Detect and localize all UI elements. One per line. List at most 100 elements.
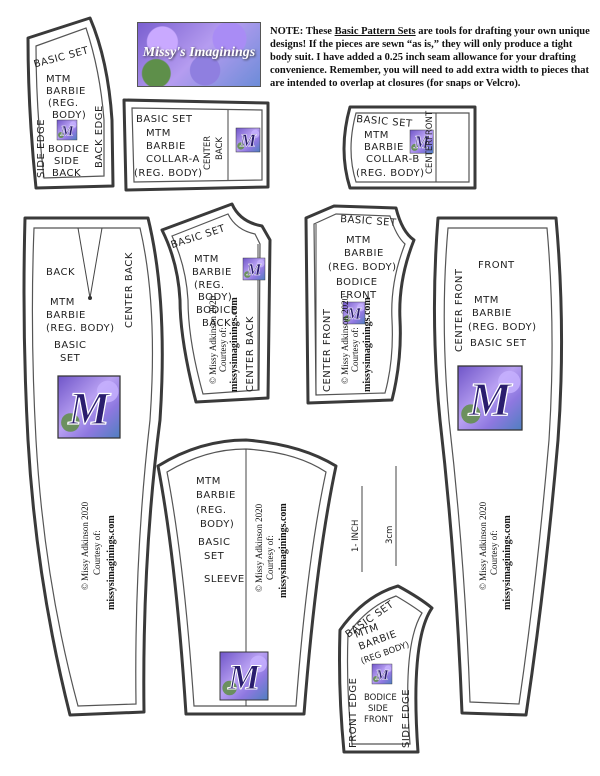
bodice-back-line2: MTM <box>194 254 219 265</box>
bodice-front-line4: (REG. BODY) <box>328 262 397 273</box>
front-pants-line2: MTM <box>474 295 499 306</box>
scale-marks: 1- INCH 3cm <box>351 466 397 572</box>
bodice-front-line2: MTM <box>346 235 371 246</box>
side-front-side-edge: SIDE EDGE <box>401 689 412 748</box>
collar-a-line4: COLLAR-A <box>146 154 200 165</box>
logo-text: Missy's Imaginings <box>142 45 256 60</box>
sleeve-site: missysimaginings.com <box>278 503 289 598</box>
bodice-front-line5: BODICE <box>336 277 378 288</box>
sleeve-courtesy: Courtesy of: <box>265 535 275 580</box>
bodice-front-line3: BARBIE <box>344 248 384 259</box>
back-pants-line2: MTM <box>50 297 75 308</box>
note-paragraph: NOTE: These Basic Pattern Sets are tools… <box>270 25 590 90</box>
sleeve-line1: MTM <box>196 476 221 487</box>
collar-a-line3: BARBIE <box>146 141 186 152</box>
sleeve-line6: SET <box>204 551 225 562</box>
side-back-line6: BODICE <box>48 144 90 155</box>
front-pants-courtesy: Courtesy of: <box>489 530 499 575</box>
piece-back-pants: BACK MTM BARBIE (REG. BODY) BASIC SET CE… <box>22 216 164 717</box>
back-pants-line6: SET <box>60 353 81 364</box>
piece-front-pants: FRONT MTM BARBIE (REG. BODY) BASIC SET C… <box>432 216 564 717</box>
side-back-line3: BARBIE <box>46 86 86 97</box>
front-pants-copyright: © Missy Adkinson 2020 <box>478 501 488 590</box>
bodice-back-badge <box>242 257 266 281</box>
back-pants-badge <box>57 375 121 439</box>
collar-a-line5: (REG. BODY) <box>134 168 203 179</box>
bodice-back-line7: BACK <box>202 318 231 329</box>
collar-b-line5: (REG. BODY) <box>356 168 425 179</box>
back-pants-line3: BARBIE <box>46 310 86 321</box>
collar-b-line1: BASIC SET <box>356 114 414 130</box>
piece-collar-a: BASIC SET MTM BARBIE COLLAR-A (REG. BODY… <box>122 98 270 192</box>
scale-inch-label: 1- INCH <box>351 520 361 552</box>
bodice-front-copyright: © Missy Adkinson 2020 <box>340 295 350 384</box>
sleeve-line5: BASIC <box>198 537 230 548</box>
side-back-line2: MTM <box>46 74 71 85</box>
side-front-badge <box>371 663 393 685</box>
side-front-line6: SIDE <box>368 704 388 714</box>
piece-bodice-side-back: BASIC SET MTM BARBIE (REG. BODY) BODICE … <box>26 16 115 190</box>
piece-collar-b: BASIC SET MTM BARBIE COLLAR-B (REG. BODY… <box>342 105 477 190</box>
back-pants-courtesy: Courtesy of: <box>92 530 102 575</box>
scale-cm-label: 3cm <box>385 526 395 544</box>
side-front-line5: BODICE <box>364 693 397 703</box>
collar-a-badge <box>235 127 261 153</box>
front-pants-site: missysimaginings.com <box>502 515 513 610</box>
bodice-back-site: missysimaginings.com <box>229 297 240 392</box>
bodice-back-center-back: CENTER BACK <box>245 316 256 392</box>
side-back-line7: SIDE <box>54 156 79 167</box>
piece-sleeve: MTM BARBIE (REG. BODY) BASIC SET SLEEVE … <box>156 438 338 716</box>
bodice-back-line5: BODY) <box>198 292 232 303</box>
bodice-front-center-front: CENTER FRONT <box>322 308 333 392</box>
side-front-front-edge: FRONT EDGE <box>348 678 359 748</box>
side-back-back-edge: BACK EDGE <box>94 105 105 168</box>
collar-b-front: FRONT <box>425 110 435 140</box>
collar-b-line4: COLLAR-B <box>366 154 420 165</box>
collar-b-line3: BARBIE <box>364 142 404 153</box>
piece-bodice-side-front: BASIC SET MTM BARBIE (REG BODY) BODICE S… <box>338 584 434 754</box>
back-pants-line4: (REG. BODY) <box>46 323 115 334</box>
collar-b-center: CENTER <box>425 140 435 174</box>
bodice-back-copyright: © Missy Adkinson 2020 <box>208 295 218 384</box>
sleeve-line7: SLEEVE <box>204 574 245 585</box>
side-back-badge <box>56 119 78 141</box>
sleeve-line3: (REG. <box>196 505 227 516</box>
front-pants-center-front: CENTER FRONT <box>454 268 465 352</box>
side-back-line1: BASIC SET <box>33 45 91 70</box>
sleeve-line2: BARBIE <box>196 490 236 501</box>
bodice-back-line3: BARBIE <box>192 267 232 278</box>
front-pants-line3: BARBIE <box>472 308 512 319</box>
collar-a-back: BACK <box>215 137 225 160</box>
bodice-front-line1: BASIC SET <box>340 214 397 229</box>
piece-bodice-back: BASIC SET MTM BARBIE (REG. BODY) BODICE … <box>160 202 272 404</box>
front-pants-line5: BASIC SET <box>470 338 527 349</box>
sleeve-line4: BODY) <box>200 519 234 530</box>
basic-pattern-sets-link[interactable]: Basic Pattern Sets <box>334 26 416 37</box>
bodice-back-line1: BASIC SET <box>170 223 227 251</box>
bodice-front-site: missysimaginings.com <box>362 297 373 392</box>
bodice-back-line6: BODICE <box>196 305 238 316</box>
back-pants-line1: BACK <box>46 267 75 278</box>
bodice-back-line4: (REG. <box>194 280 225 291</box>
back-pants-line5: BASIC <box>54 340 86 351</box>
side-back-line4: (REG. <box>48 98 79 109</box>
side-front-line7: FRONT <box>364 715 394 725</box>
back-pants-center-back: CENTER BACK <box>124 252 135 328</box>
front-pants-badge <box>457 365 523 431</box>
sleeve-copyright: © Missy Adkinson 2020 <box>254 503 264 592</box>
front-pants-line1: FRONT <box>478 260 515 271</box>
side-back-line5: BODY) <box>52 110 86 121</box>
collar-b-line2: MTM <box>364 130 389 141</box>
piece-bodice-front: BASIC SET MTM BARBIE (REG. BODY) BODICE … <box>304 204 416 405</box>
collar-a-line1: BASIC SET <box>136 114 193 125</box>
collar-a-line2: MTM <box>146 128 171 139</box>
bodice-front-courtesy: Courtesy of: <box>350 327 360 372</box>
back-pants-copyright: © Missy Adkinson 2020 <box>80 501 90 590</box>
bodice-front-line6: FRONT <box>340 290 377 301</box>
collar-a-center: CENTER <box>203 136 213 170</box>
side-back-side-edge: SIDE EDGE <box>36 119 47 178</box>
front-pants-line4: (REG. BODY) <box>468 322 537 333</box>
side-back-line8: BACK <box>52 168 81 179</box>
